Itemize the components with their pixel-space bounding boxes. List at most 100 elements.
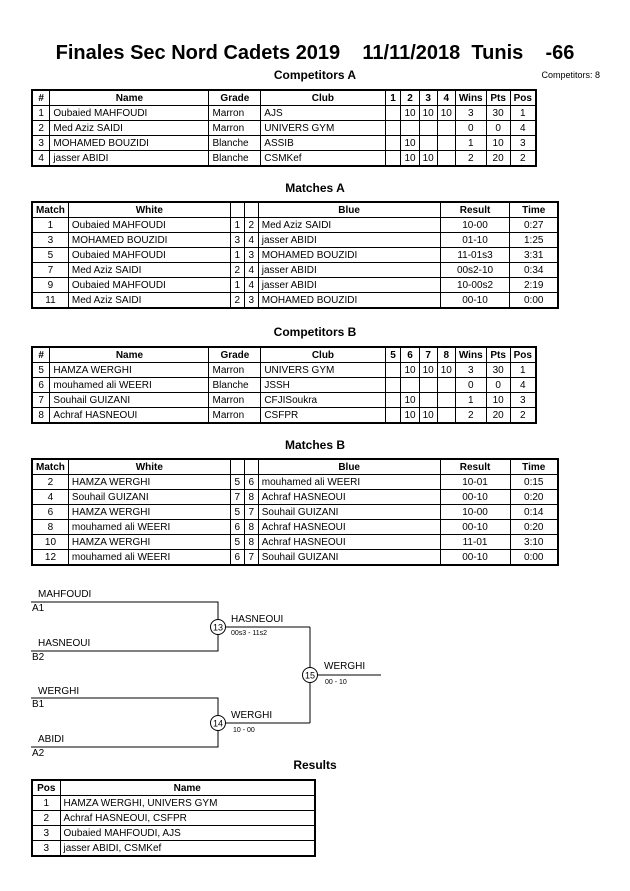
table-cell xyxy=(436,135,456,151)
table-cell: Blanche xyxy=(208,150,262,167)
table-cell: CFJISoukra xyxy=(260,392,386,408)
bracket-seed: A2 xyxy=(32,748,45,759)
bracket-winner: WERGHI xyxy=(231,710,272,721)
table-cell: ASSIB xyxy=(260,135,386,151)
table-cell: 2 xyxy=(509,407,537,424)
table-cell xyxy=(436,407,456,424)
table-cell: 10 xyxy=(31,534,69,550)
competitors-count: Competitors: 8 xyxy=(541,70,600,80)
table-cell: Achraf HASNEOUI xyxy=(49,407,210,424)
table-cell: HAMZA WERGHI, UNIVERS GYM xyxy=(59,795,316,811)
column-header: Time xyxy=(509,458,559,475)
bracket-name: ABIDI xyxy=(38,734,64,745)
bracket-winner: WERGHI xyxy=(324,661,365,672)
table-cell: jasser ABIDI, CSMKef xyxy=(59,840,316,857)
table-cell: HAMZA WERGHI xyxy=(67,534,231,550)
bracket-winner: HASNEOUI xyxy=(231,614,283,625)
table-cell: 1 xyxy=(509,105,537,121)
column-header: Pos xyxy=(31,779,61,796)
table-cell: 10 xyxy=(485,135,511,151)
table-cell: 10 xyxy=(485,392,511,408)
table-cell: 3 xyxy=(509,135,537,151)
table-cell: Med Aziz SAIDI xyxy=(67,292,231,309)
competitors-b-heading: Competitors B xyxy=(273,325,357,339)
table-cell: mouhamed ali WEERI xyxy=(67,549,231,566)
table-cell: 2 xyxy=(454,150,487,167)
table-cell: 4 xyxy=(243,277,259,293)
match-number-badge: 15 xyxy=(305,671,315,681)
matches-b-heading: Matches B xyxy=(284,438,346,452)
bracket-name: HASNEOUI xyxy=(38,638,90,649)
table-cell: Achraf HASNEOUI, CSFPR xyxy=(59,810,316,826)
table-cell xyxy=(436,392,456,408)
bracket-name: MAHFOUDI xyxy=(38,589,91,600)
page-title: Finales Sec Nord Cadets 2019 11/11/2018 … xyxy=(55,42,575,64)
results-heading: Results xyxy=(293,758,337,772)
table-cell: Souhail GUIZANI xyxy=(257,549,441,566)
table-cell: 20 xyxy=(485,407,511,424)
table-cell xyxy=(436,150,456,167)
table-cell: 0:00 xyxy=(509,292,559,309)
bracket-name: WERGHI xyxy=(38,686,79,697)
table-cell: 3:10 xyxy=(509,534,559,550)
table-cell: Oubaied MAHFOUDI, AJS xyxy=(59,825,316,841)
table-cell: 20 xyxy=(485,150,511,167)
table-cell: 9 xyxy=(31,277,69,293)
table-cell: 10 xyxy=(418,407,438,424)
table-cell: 8 xyxy=(243,534,259,550)
table-cell: 2 xyxy=(454,407,487,424)
table-cell: CSFPR xyxy=(260,407,386,424)
match-number-badge: 14 xyxy=(213,719,223,729)
bracket-seed: B1 xyxy=(32,699,45,710)
competitors-a-heading: Competitors A xyxy=(273,68,357,82)
bracket-score: 00 - 10 xyxy=(325,679,347,686)
table-cell: 3 xyxy=(509,392,537,408)
table-cell: CSMKef xyxy=(260,150,386,167)
table-cell: 2 xyxy=(509,150,537,167)
table-cell: 1 xyxy=(31,795,61,811)
table-cell: Blanche xyxy=(208,135,262,151)
table-cell: 00-10 xyxy=(439,549,511,566)
match-number-badge: 13 xyxy=(213,623,223,633)
matches-a-heading: Matches A xyxy=(285,181,345,195)
table-cell: jasser ABIDI xyxy=(49,150,210,167)
bracket-score: 00s3 - 11s2 xyxy=(231,630,267,637)
table-cell: 3 xyxy=(31,825,61,841)
table-cell: Achraf HASNEOUI xyxy=(257,534,441,550)
table-cell: 12 xyxy=(31,549,69,566)
column-header: Name xyxy=(59,779,316,796)
table-cell: Souhail GUIZANI xyxy=(49,392,210,408)
table-cell: 0:00 xyxy=(509,549,559,566)
bracket-score: 10 - 00 xyxy=(233,727,255,734)
table-cell: Oubaied MAHFOUDI xyxy=(67,277,231,293)
table-cell: 10-00s2 xyxy=(439,277,511,293)
table-cell: 4 xyxy=(31,150,51,167)
bracket-seed: A1 xyxy=(32,603,45,614)
table-cell: jasser ABIDI xyxy=(257,277,441,293)
table-cell: 3 xyxy=(31,840,61,857)
table-cell: 2:19 xyxy=(509,277,559,293)
